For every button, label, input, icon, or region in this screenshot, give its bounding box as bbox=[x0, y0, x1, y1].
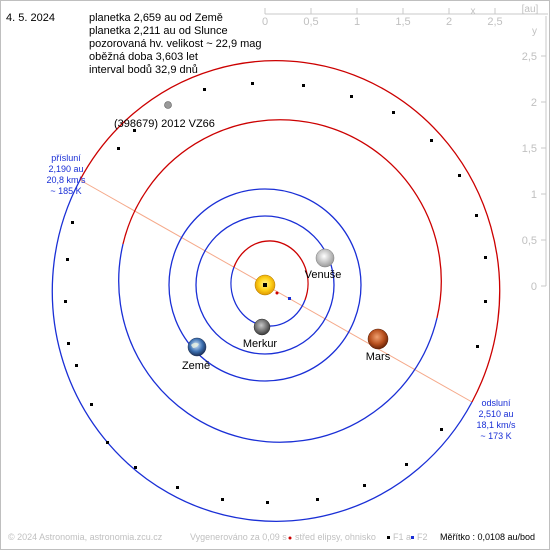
ellipse-center-marker bbox=[275, 291, 279, 295]
perihelion-temperature: ~ 185 K bbox=[50, 186, 81, 196]
asteroid-orbit-north bbox=[79, 60, 501, 403]
perihelion-speed: 20,8 km/s bbox=[46, 175, 86, 185]
x-tick-label: 2,5 bbox=[487, 16, 502, 28]
x-axis-label: x bbox=[471, 6, 476, 17]
date: 4. 5. 2024 bbox=[6, 12, 55, 24]
mars-icon bbox=[367, 328, 389, 350]
unit-label: [au] bbox=[522, 4, 539, 15]
earth-orbit bbox=[168, 188, 362, 382]
y-tick-label: 0,5 bbox=[522, 235, 537, 247]
mars-orbit-north bbox=[122, 119, 442, 319]
info-line-sun-distance: planetka 2,211 au od Slunce bbox=[89, 25, 228, 37]
legend-f2-label: F2 bbox=[417, 532, 428, 542]
y-tick-label: 2 bbox=[531, 97, 537, 109]
asteroid-label: (398679) 2012 VZ66 bbox=[114, 118, 215, 130]
mercury-label: Merkur bbox=[243, 338, 278, 350]
mercury-orbit-north bbox=[233, 240, 309, 301]
aphelion-speed: 18,1 km/s bbox=[476, 420, 516, 430]
x-tick-label: 0 bbox=[262, 16, 268, 28]
mars-orbit-south bbox=[118, 243, 438, 443]
asteroid-icon bbox=[164, 101, 172, 109]
venus-label: Venuše bbox=[305, 269, 342, 281]
generated-time: Vygenerováno za 0,09 s bbox=[190, 532, 287, 542]
info-block: planetka 2,659 au od Země planetka 2,211… bbox=[89, 12, 262, 77]
y-tick-label: 1,5 bbox=[522, 143, 537, 155]
aphelion-temperature: ~ 173 K bbox=[480, 431, 511, 441]
apse-line bbox=[79, 179, 473, 403]
copyright: © 2024 Astronomia, astronomia.zcu.cz bbox=[8, 532, 163, 542]
aphelion-distance: 2,510 au bbox=[478, 409, 513, 419]
earth-cloud-mark bbox=[191, 342, 199, 348]
focus-f1-marker bbox=[263, 283, 267, 287]
focus-f2-marker bbox=[288, 297, 291, 300]
aphelion-title: odsluní bbox=[481, 398, 511, 408]
legend-f2-marker bbox=[411, 536, 414, 539]
y-tick-label: 2,5 bbox=[522, 51, 537, 63]
legend-f1-marker bbox=[387, 536, 390, 539]
earth-icon bbox=[187, 337, 207, 357]
info-line-interval: interval bodů 32,9 dnů bbox=[89, 64, 198, 76]
perihelion-distance: 2,190 au bbox=[48, 164, 83, 174]
asteroid-orbit-south bbox=[51, 179, 473, 522]
earth-label: Země bbox=[182, 360, 210, 372]
x-tick-label: 1 bbox=[354, 16, 360, 28]
y-axis-label: y bbox=[532, 26, 537, 37]
legend-f1-label: F1 a bbox=[393, 532, 412, 542]
perihelion-title: přísluní bbox=[51, 153, 81, 163]
x-tick-label: 0,5 bbox=[303, 16, 318, 28]
right-axis: 0 0,5 1 1,5 2 2,5 y bbox=[522, 16, 547, 293]
scale-label: Měřítko : 0,0108 au/bod bbox=[440, 532, 536, 542]
venus-icon bbox=[315, 248, 335, 268]
y-tick-label: 1 bbox=[531, 189, 537, 201]
mars-label: Mars bbox=[366, 351, 391, 363]
asteroid-position-points bbox=[64, 82, 487, 504]
x-tick-label: 1,5 bbox=[395, 16, 410, 28]
venus-orbit bbox=[195, 215, 335, 355]
info-line-period: oběžná doba 3,603 let bbox=[89, 51, 198, 63]
y-tick-label: 0 bbox=[531, 281, 537, 293]
info-line-magnitude: pozorovaná hv. velikost ~ 22,9 mag bbox=[89, 38, 262, 50]
legend-center-label: střed elipsy, ohnisko bbox=[295, 532, 376, 542]
x-tick-label: 2 bbox=[446, 16, 452, 28]
mercury-icon bbox=[253, 318, 271, 336]
x-tick-marks bbox=[264, 8, 496, 14]
legend-center-marker bbox=[288, 536, 292, 540]
mercury-orbit-south bbox=[230, 266, 306, 327]
top-axis: 0 0,5 1 1,5 2 2,5 x [au] bbox=[262, 4, 548, 28]
info-line-earth-distance: planetka 2,659 au od Země bbox=[89, 12, 223, 24]
